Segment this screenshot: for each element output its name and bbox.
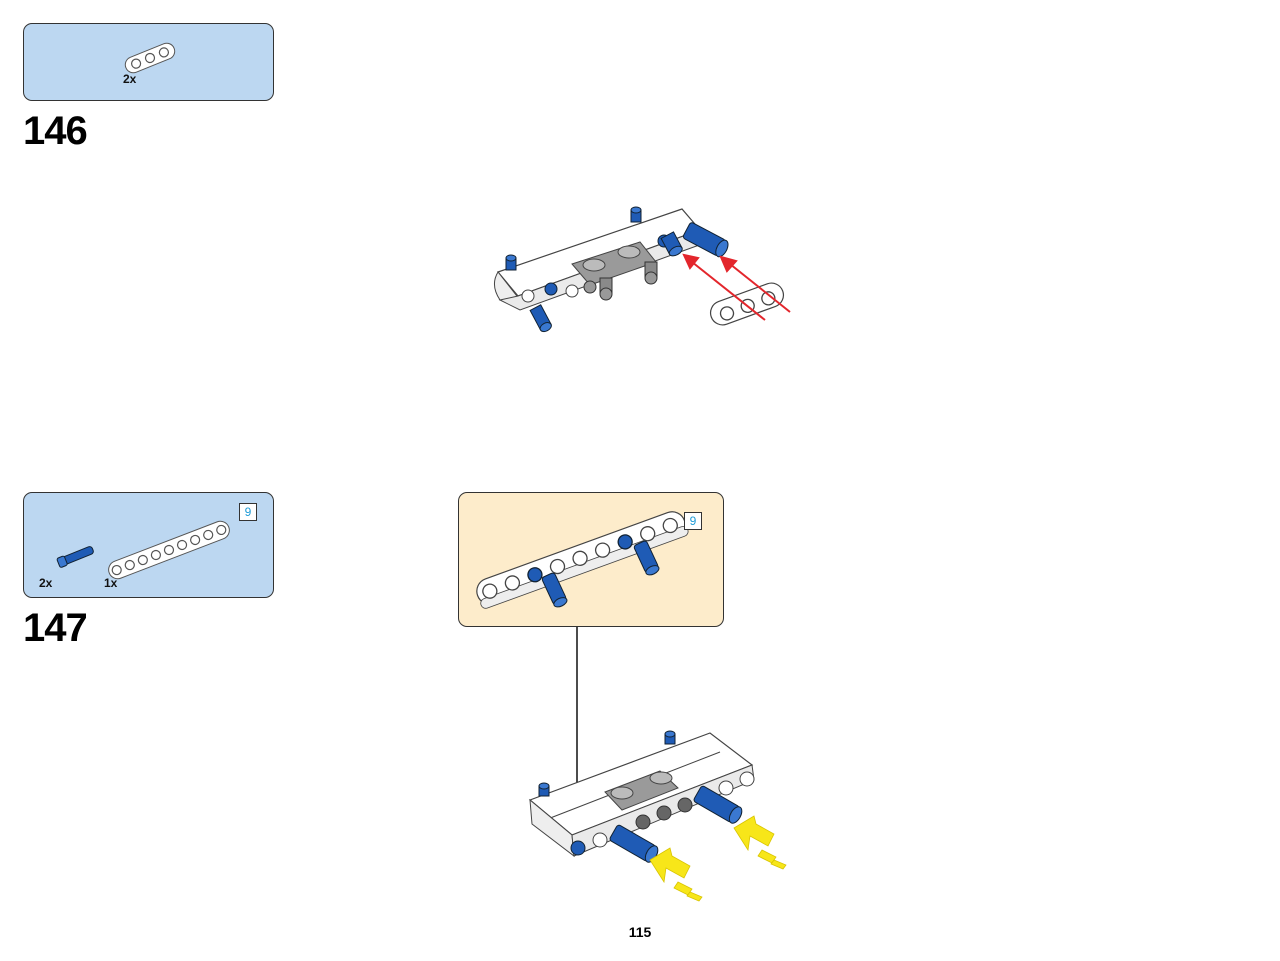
parts-box-step-147: 2x 1x 9 (23, 492, 274, 598)
part-qty-beam-9: 1x (104, 576, 118, 590)
beam-9-icon (108, 520, 230, 580)
beam-3-icon (124, 42, 176, 74)
parts-box-147-icons (56, 520, 230, 580)
blue-pin-icon (56, 546, 94, 568)
step-number-146: 146 (23, 109, 88, 153)
part-qty-beam-3: 2x (123, 72, 137, 86)
length-badge-beam-9: 9 (239, 503, 257, 521)
length-badge-subassembly: 9 (684, 512, 702, 530)
subassembly-illustration (476, 511, 689, 609)
parts-box-step-146: 2x (23, 23, 274, 101)
beam-3-part (709, 282, 785, 326)
beam-assembly-147 (528, 730, 755, 863)
blue-pin-inserted-left (541, 572, 568, 608)
beam-assembly-146 (494, 206, 729, 333)
page-number: 115 (628, 924, 652, 940)
part-qty-blue-pin: 2x (39, 576, 53, 590)
step-number-147: 147 (23, 606, 88, 650)
yellow-push-arrow-right (733, 815, 787, 870)
subassembly-callout: 9 (458, 492, 724, 627)
yellow-push-arrow-left (649, 847, 703, 902)
red-insert-arrows (682, 253, 791, 321)
blue-pin-inserted-right (633, 540, 660, 576)
